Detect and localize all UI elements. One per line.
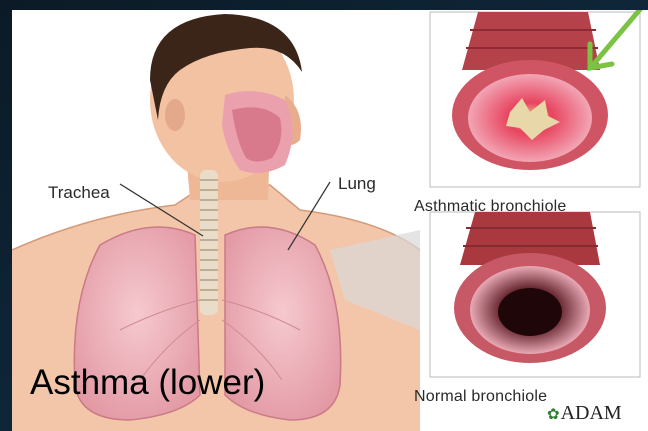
normal-bronchiole-label: Normal bronchiole xyxy=(414,388,547,406)
adam-logo: ✿ADAM xyxy=(547,402,622,425)
lung-label: Lung xyxy=(338,174,376,194)
asthmatic-bronchiole-label: Asthmatic bronchiole xyxy=(414,198,567,216)
caption: Asthma (lower) xyxy=(30,363,265,403)
adam-logo-text: ADAM xyxy=(561,402,622,424)
adam-logo-mark-icon: ✿ xyxy=(547,407,560,423)
normal-bronchiole-image xyxy=(430,212,640,377)
asthmatic-bronchiole-image xyxy=(430,12,640,187)
trachea-label: Trachea xyxy=(48,183,110,203)
trachea-structure xyxy=(200,170,218,315)
head xyxy=(150,14,302,182)
